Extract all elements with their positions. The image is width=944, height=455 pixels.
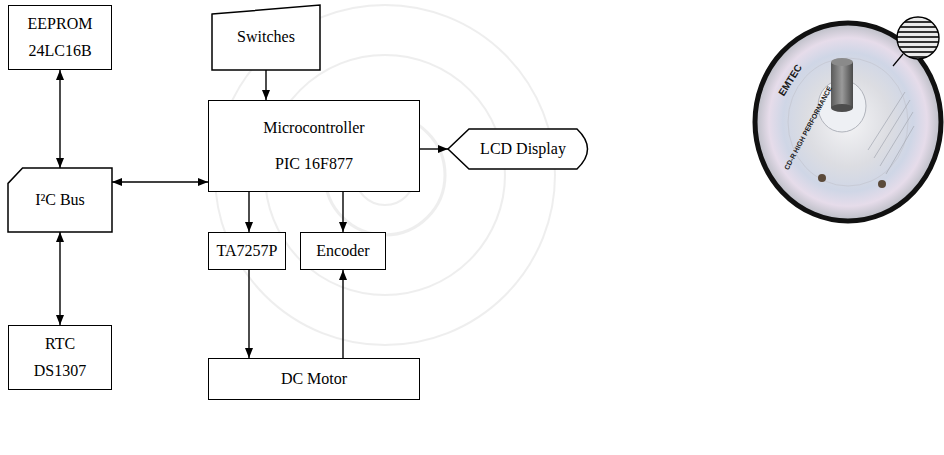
memory-box: EEPROM 24LC16B (8, 5, 112, 70)
signal-arrow (112, 181, 208, 182)
node-title: TA7257P (217, 242, 278, 260)
signal-arrow (59, 232, 60, 325)
cd-disc (755, 23, 941, 221)
signal-arrow (342, 270, 343, 358)
part-number: 24LC16B (28, 42, 91, 60)
part-number: PIC 16F877 (275, 155, 353, 173)
node-title: LCD Display (480, 140, 566, 158)
bus-card: I²C Bus (8, 168, 112, 232)
signal-arrow (342, 192, 343, 232)
signal-arrow (420, 148, 448, 149)
motor-box: DC Motor (208, 358, 420, 400)
signal-arrow (265, 70, 266, 100)
signal-arrow (248, 270, 249, 358)
node-title: DC Motor (281, 370, 347, 388)
node-title: I²C Bus (35, 191, 85, 209)
node-title: EEPROM (28, 15, 93, 33)
input-shape: Switches (212, 5, 320, 70)
part-number: DS1307 (34, 362, 86, 380)
magnified-detail (893, 17, 941, 66)
node-title: Microcontroller (263, 119, 364, 137)
signal-arrow (59, 70, 60, 168)
driver-box: TA7257P (208, 232, 286, 270)
node-title: RTC (45, 335, 75, 353)
signal-arrow (248, 192, 249, 232)
controller-box: MicrocontrollerPIC 16F877 (208, 100, 420, 192)
clock-box: RTC DS1307 (8, 325, 112, 390)
display-shape: LCD Display (448, 129, 598, 169)
node-title: Switches (237, 28, 295, 46)
node-title: Encoder (316, 242, 369, 260)
encoder-box: Encoder (300, 232, 386, 270)
